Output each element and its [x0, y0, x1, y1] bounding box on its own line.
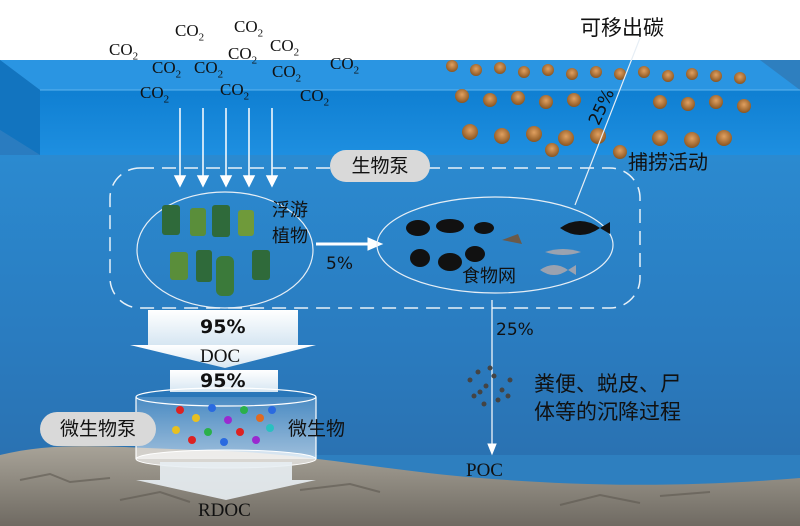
doc-percent-label: 95% [200, 316, 245, 338]
poc-label: POC [466, 460, 503, 482]
co2-label: CO2 [272, 62, 301, 84]
microbes-label: 微生物 [288, 414, 345, 441]
five-percent-label: 5% [326, 254, 353, 274]
phytoplankton-label-1: 浮游 [272, 196, 308, 222]
co2-label: CO2 [330, 54, 359, 76]
removable-carbon-label: 可移出碳 [580, 12, 664, 42]
sinking-label-1: 粪便、蜕皮、尸 [534, 368, 681, 398]
sinking-label-2: 体等的沉降过程 [534, 396, 681, 426]
phytoplankton-label-2: 植物 [272, 222, 308, 248]
rdoc-label: RDOC [198, 500, 251, 522]
co2-label: CO2 [109, 40, 138, 62]
co2-label: CO2 [194, 58, 223, 80]
co2-label: CO2 [234, 17, 263, 39]
poc-percent-label: 25% [496, 320, 534, 340]
co2-label: CO2 [152, 58, 181, 80]
seafloor [0, 446, 800, 526]
co2-label: CO2 [270, 36, 299, 58]
microbe-percent-label: 95% [200, 370, 245, 392]
co2-label: CO2 [220, 80, 249, 102]
fishing-activity-label: 捕捞活动 [628, 146, 708, 175]
food-web-label: 食物网 [462, 262, 516, 288]
biological-pump-pill: 生物泵 [330, 150, 430, 182]
co2-label: CO2 [140, 83, 169, 105]
co2-label: CO2 [228, 44, 257, 66]
sea-surface-top [0, 60, 800, 90]
microbial-pump-pill: 微生物泵 [40, 412, 156, 446]
doc-label: DOC [200, 346, 240, 368]
co2-label: CO2 [175, 21, 204, 43]
co2-label: CO2 [300, 86, 329, 108]
